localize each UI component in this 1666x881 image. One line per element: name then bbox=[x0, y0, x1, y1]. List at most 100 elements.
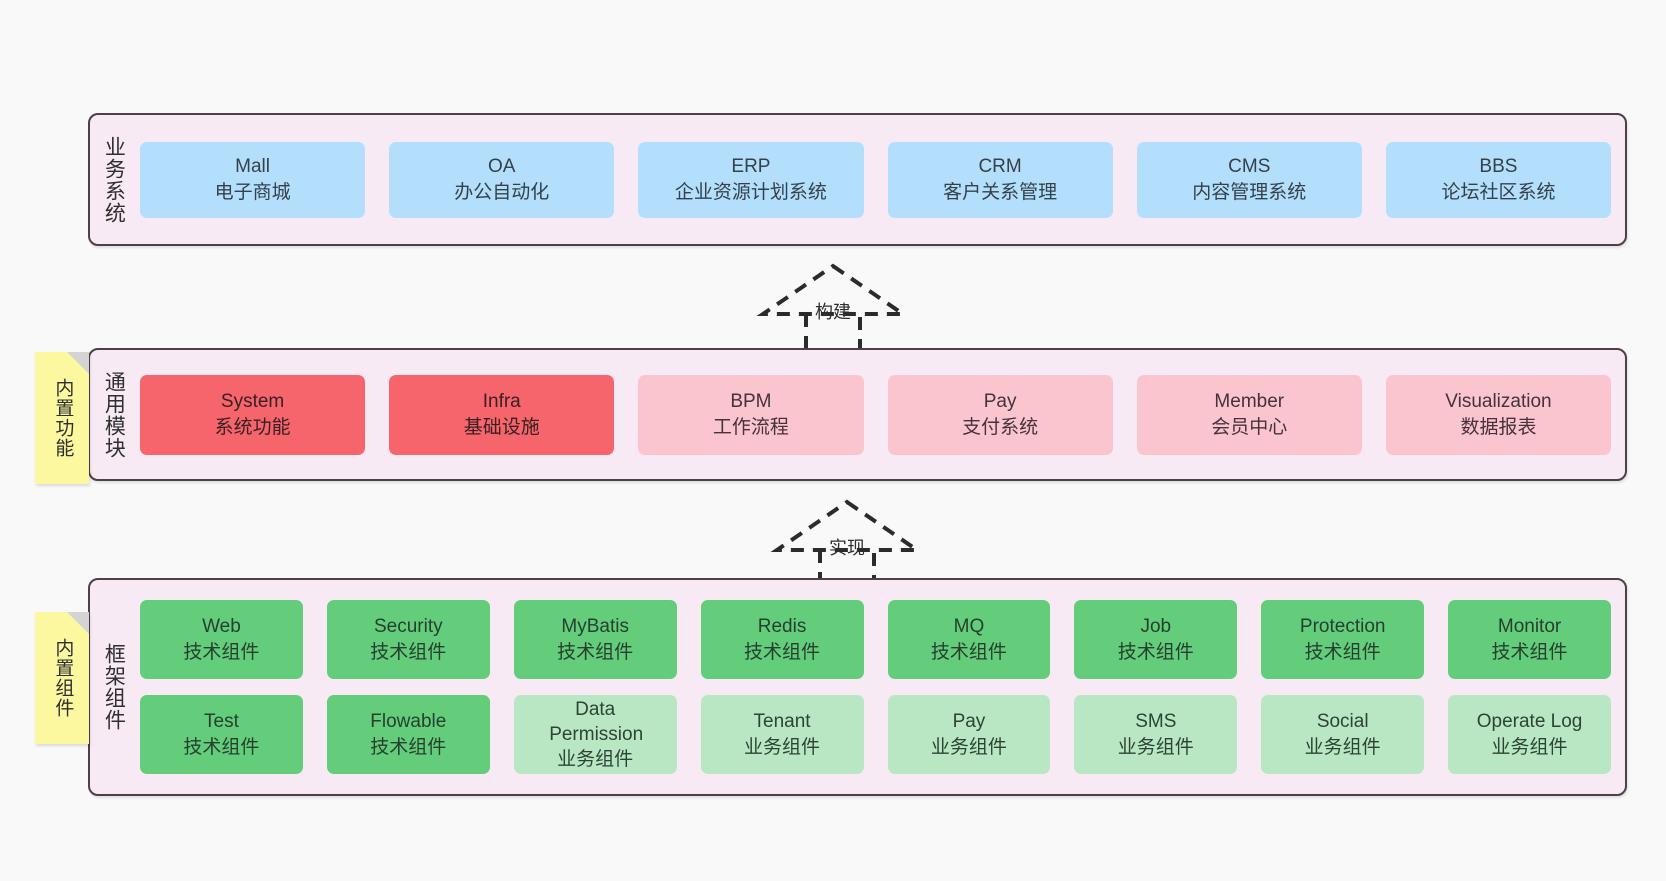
card-job[interactable]: Job 技术组件 bbox=[1074, 600, 1238, 679]
card-subtitle: 办公自动化 bbox=[454, 181, 550, 203]
card-crm[interactable]: CRM 客户关系管理 bbox=[887, 141, 1113, 218]
card-data-permission[interactable]: Data Permission 业务组件 bbox=[513, 695, 677, 774]
card-monitor[interactable]: Monitor 技术组件 bbox=[1448, 600, 1611, 679]
card-sms[interactable]: SMS 业务组件 bbox=[1074, 695, 1238, 774]
card-subtitle: 技术组件 bbox=[183, 736, 260, 758]
layer-title-framework-components: 框架组件 bbox=[102, 643, 126, 731]
card-operate-log[interactable]: Operate Log 业务组件 bbox=[1448, 695, 1611, 774]
card-title: Data Permission bbox=[549, 698, 644, 745]
card-subtitle: 技术组件 bbox=[1304, 641, 1381, 663]
card-title: Tenant bbox=[753, 711, 811, 733]
card-subtitle: 技术组件 bbox=[1117, 641, 1194, 663]
card-title: MyBatis bbox=[561, 616, 629, 638]
card-subtitle: 论坛社区系统 bbox=[1441, 181, 1556, 203]
card-subtitle: 业务组件 bbox=[1117, 736, 1194, 758]
card-row: Mall 电子商城 OA 办公自动化 ERP 企业资源计划系统 CRM 客户关系… bbox=[140, 141, 1612, 218]
card-title: Pay bbox=[952, 711, 986, 733]
card-title: Operate Log bbox=[1476, 711, 1583, 733]
card-protection[interactable]: Protection 技术组件 bbox=[1261, 600, 1425, 679]
card-subtitle: 客户关系管理 bbox=[943, 181, 1058, 203]
card-title: CMS bbox=[1228, 156, 1271, 178]
card-subtitle: 技术组件 bbox=[370, 736, 447, 758]
layer-body-framework-components: Web 技术组件 Security 技术组件 MyBatis 技术组件 Redi… bbox=[136, 580, 1625, 794]
card-title: Pay bbox=[983, 391, 1017, 413]
card-subtitle: 数据报表 bbox=[1460, 416, 1537, 438]
card-title: BBS bbox=[1479, 156, 1518, 178]
card-title: System bbox=[220, 391, 285, 413]
card-title: BPM bbox=[730, 391, 772, 413]
layer-title-business-systems: 业务系统 bbox=[102, 135, 126, 224]
card-title: Monitor bbox=[1497, 616, 1562, 638]
card-row: Web 技术组件 Security 技术组件 MyBatis 技术组件 Redi… bbox=[140, 600, 1611, 679]
card-title: Mall bbox=[235, 156, 270, 178]
card-title: Job bbox=[1140, 616, 1172, 638]
card-test[interactable]: Test 技术组件 bbox=[140, 695, 303, 774]
card-tenant[interactable]: Tenant 业务组件 bbox=[700, 695, 864, 774]
connector-build: 构建 bbox=[756, 262, 910, 352]
sticky-note-builtin-features: 内置功能 bbox=[35, 352, 89, 484]
card-social[interactable]: Social 业务组件 bbox=[1261, 695, 1425, 774]
layer-framework-components: 框架组件 Web 技术组件 Security 技术组件 MyBatis 技术组件… bbox=[88, 578, 1627, 796]
card-subtitle: 内容管理系统 bbox=[1192, 181, 1307, 203]
card-pay[interactable]: Pay 支付系统 bbox=[887, 374, 1113, 455]
card-member[interactable]: Member 会员中心 bbox=[1136, 374, 1362, 455]
card-subtitle: 技术组件 bbox=[557, 641, 634, 663]
card-title: MQ bbox=[953, 616, 985, 638]
card-subtitle: 技术组件 bbox=[370, 641, 447, 663]
card-subtitle: 业务组件 bbox=[1491, 736, 1568, 758]
layer-business-systems: 业务系统 Mall 电子商城 OA 办公自动化 ERP 企业资源计划系统 CRM… bbox=[88, 113, 1627, 246]
card-title: Social bbox=[1316, 711, 1369, 733]
layer-common-modules: 通用模块 System 系统功能 Infra 基础设施 BPM 工作流程 Pay… bbox=[88, 348, 1627, 481]
card-cms[interactable]: CMS 内容管理系统 bbox=[1136, 141, 1362, 218]
card-title: Protection bbox=[1299, 616, 1386, 638]
card-subtitle: 企业资源计划系统 bbox=[674, 181, 827, 203]
card-subtitle: 技术组件 bbox=[930, 641, 1007, 663]
sticky-fold-icon bbox=[67, 352, 89, 374]
sticky-note-label: 内置组件 bbox=[52, 638, 74, 718]
card-title: ERP bbox=[731, 156, 771, 178]
card-title: Member bbox=[1214, 391, 1285, 413]
card-oa[interactable]: OA 办公自动化 bbox=[389, 141, 615, 218]
card-subtitle: 系统功能 bbox=[214, 416, 291, 438]
card-title: Infra bbox=[482, 391, 521, 413]
layer-body-common-modules: System 系统功能 Infra 基础设施 BPM 工作流程 Pay 支付系统… bbox=[136, 350, 1625, 479]
card-pay-component[interactable]: Pay 业务组件 bbox=[887, 695, 1051, 774]
card-subtitle: 基础设施 bbox=[463, 416, 540, 438]
card-title: Flowable bbox=[370, 711, 447, 733]
card-title: OA bbox=[488, 156, 516, 178]
card-title: Test bbox=[204, 711, 239, 733]
card-row: Test 技术组件 Flowable 技术组件 Data Permission … bbox=[140, 695, 1611, 774]
card-visualization[interactable]: Visualization 数据报表 bbox=[1385, 374, 1612, 455]
card-mall[interactable]: Mall 电子商城 bbox=[140, 141, 366, 218]
connector-implement: 实现 bbox=[770, 498, 924, 588]
layer-title-common-modules: 通用模块 bbox=[102, 370, 126, 459]
card-infra[interactable]: Infra 基础设施 bbox=[389, 374, 615, 455]
sticky-note-builtin-components: 内置组件 bbox=[35, 612, 89, 744]
card-subtitle: 业务组件 bbox=[930, 736, 1007, 758]
card-bbs[interactable]: BBS 论坛社区系统 bbox=[1385, 141, 1612, 218]
connector-implement-label: 实现 bbox=[829, 538, 865, 558]
layer-body-business-systems: Mall 电子商城 OA 办公自动化 ERP 企业资源计划系统 CRM 客户关系… bbox=[136, 115, 1625, 244]
card-bpm[interactable]: BPM 工作流程 bbox=[638, 374, 864, 455]
card-system[interactable]: System 系统功能 bbox=[140, 374, 366, 455]
card-redis[interactable]: Redis 技术组件 bbox=[700, 600, 864, 679]
card-subtitle: 支付系统 bbox=[962, 416, 1039, 438]
card-subtitle: 技术组件 bbox=[744, 641, 821, 663]
card-subtitle: 技术组件 bbox=[183, 641, 260, 663]
card-subtitle: 工作流程 bbox=[712, 416, 789, 438]
card-web[interactable]: Web 技术组件 bbox=[140, 600, 303, 679]
card-title: CRM bbox=[978, 156, 1022, 178]
card-security[interactable]: Security 技术组件 bbox=[326, 600, 490, 679]
card-subtitle: 会员中心 bbox=[1211, 416, 1288, 438]
card-subtitle: 业务组件 bbox=[744, 736, 821, 758]
card-subtitle: 技术组件 bbox=[1491, 641, 1568, 663]
card-mq[interactable]: MQ 技术组件 bbox=[887, 600, 1051, 679]
card-subtitle: 业务组件 bbox=[1304, 736, 1381, 758]
card-title: Security bbox=[373, 616, 443, 638]
card-erp[interactable]: ERP 企业资源计划系统 bbox=[638, 141, 864, 218]
card-title: Visualization bbox=[1445, 391, 1552, 413]
card-mybatis[interactable]: MyBatis 技术组件 bbox=[513, 600, 677, 679]
card-title: Redis bbox=[757, 616, 807, 638]
card-flowable[interactable]: Flowable 技术组件 bbox=[326, 695, 490, 774]
sticky-fold-icon bbox=[67, 612, 89, 634]
